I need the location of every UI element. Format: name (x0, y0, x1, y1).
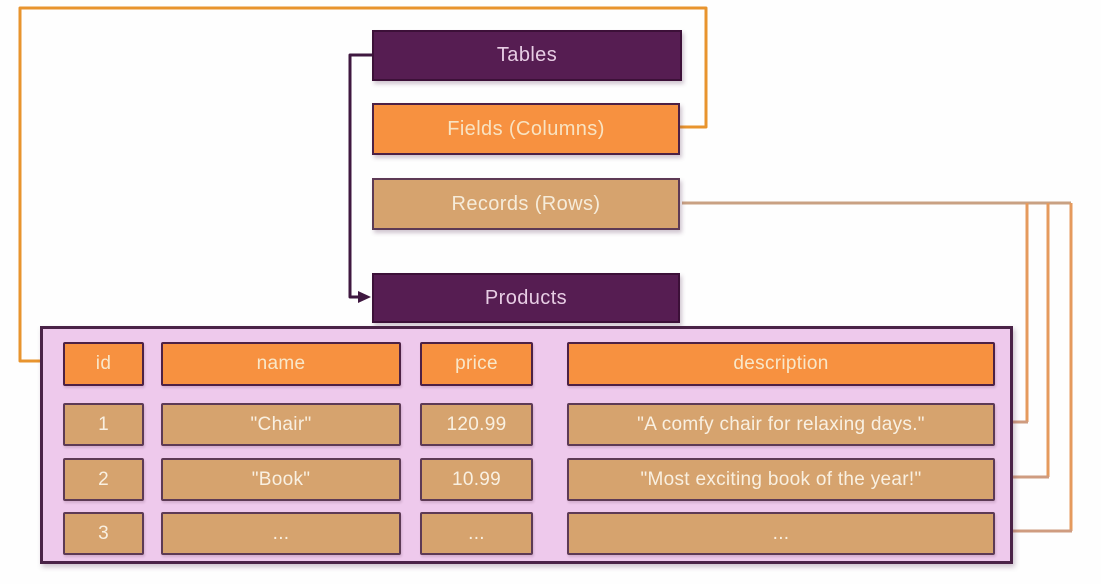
cell-id: 1 (63, 403, 144, 446)
table-header-row: id name price description (63, 342, 1010, 386)
cell-name: ... (161, 512, 401, 555)
table-row: 3 ... ... ... (63, 512, 1010, 555)
tables-label: Tables (496, 44, 558, 66)
table-row: 1 "Chair" 120.99 "A comfy chair for rela… (63, 403, 1010, 446)
products-table-title-box: Products (372, 273, 680, 323)
fields-label: Fields (Columns) (447, 117, 605, 140)
column-header-id: id (63, 342, 144, 386)
tables-box: Tables (372, 30, 682, 81)
products-table: id name price description 1 "Chair" 120.… (40, 326, 1013, 564)
cell-name: "Chair" (161, 403, 401, 446)
cell-price: ... (420, 512, 533, 555)
tables-to-products-connector (348, 53, 372, 303)
cell-description: ... (567, 512, 995, 555)
arrowhead-right-icon (358, 291, 371, 303)
cell-price: 120.99 (420, 403, 533, 446)
cell-id: 2 (63, 458, 144, 501)
column-header-name: name (161, 342, 401, 386)
table-row: 2 "Book" 10.99 "Most exciting book of th… (63, 458, 1010, 501)
column-header-price: price (420, 342, 533, 386)
column-header-description: description (567, 342, 995, 386)
records-label: Records (Rows) (451, 192, 601, 215)
cell-description: "A comfy chair for relaxing days." (567, 403, 995, 446)
records-rows-box: Records (Rows) (372, 178, 680, 230)
cell-name: "Book" (161, 458, 401, 501)
fields-columns-box: Fields (Columns) (372, 103, 680, 155)
products-label: Products (484, 286, 568, 309)
cell-price: 10.99 (420, 458, 533, 501)
cell-id: 3 (63, 512, 144, 555)
cell-description: "Most exciting book of the year!" (567, 458, 995, 501)
